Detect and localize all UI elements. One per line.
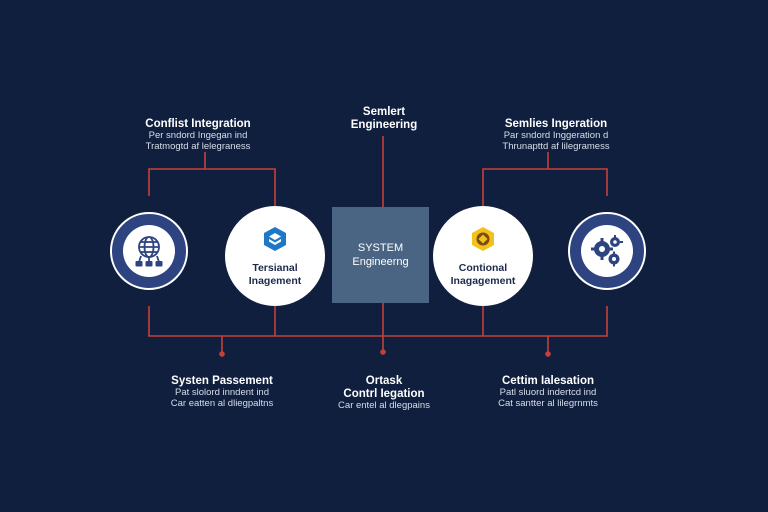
label-bottom-center: Ortask Contrl Iegation Car entel al dleg… — [313, 375, 455, 412]
label-top-left: Conflist Integration Per sndord Ingegan … — [118, 118, 278, 153]
dot-bottom-left — [219, 351, 225, 357]
label-top-center: Semlert Engineering — [324, 106, 444, 132]
yellow-hexagon-icon — [469, 225, 497, 258]
node-far-left — [110, 212, 188, 290]
label-top-center-title: Semlert — [362, 106, 406, 118]
label-bottom-right-line2: Cat santter al lilegrnmts — [498, 398, 598, 410]
dot-bottom-right — [545, 351, 551, 357]
label-top-right-title: Semlies Ingeration — [504, 118, 608, 130]
node-far-right — [568, 212, 646, 290]
label-top-center-line1: Engineering — [350, 119, 418, 132]
blue-hexagon-icon — [261, 225, 289, 258]
globe-network-icon — [123, 225, 175, 277]
center-box-line1: SYSTEM — [357, 241, 404, 254]
node-mid-left-line2: Inagement — [248, 274, 302, 287]
label-bottom-left-title: Systen Passement — [171, 375, 273, 387]
node-mid-right: Contional Inagagement — [433, 206, 533, 306]
conn-bottom-bus — [148, 306, 608, 337]
label-bottom-center-line1: Contrl Iegation — [343, 388, 425, 401]
label-top-right: Semlies Ingeration Par sndord Inggeratio… — [476, 118, 636, 153]
node-mid-left: Tersianal Inagement — [225, 206, 325, 306]
label-bottom-left: Systen Passement Pat slolord inndent ind… — [142, 375, 302, 410]
label-top-right-line1: Par sndord Inggeration d — [503, 130, 609, 142]
dot-bottom-center — [380, 349, 386, 355]
label-top-left-title: Conflist Integration — [145, 118, 251, 130]
label-bottom-left-line2: Car eatten al dliegpaltns — [170, 398, 274, 410]
node-mid-right-label: Contional Inagagement — [451, 262, 516, 286]
label-bottom-center-title: Ortask — [365, 375, 403, 387]
label-bottom-center-line2: Car entel al dlegpains — [338, 400, 430, 412]
label-bottom-left-line1: Pat slolord inndent ind — [174, 387, 269, 399]
label-bottom-right-title: Cettim Ialesation — [501, 375, 595, 387]
conn-top-right — [482, 168, 608, 206]
label-top-left-line2: Tratmogtd af lelegraness — [145, 141, 251, 153]
node-mid-right-line2: Inagagement — [450, 274, 516, 287]
label-bottom-right: Cettim Ialesation Patl sluord indertcd i… — [468, 375, 628, 410]
label-top-right-line2: Thrunapttd af lilegramess — [502, 141, 610, 153]
conn-top-left — [148, 168, 276, 206]
node-mid-left-line1: Tersianal — [252, 262, 298, 275]
label-bottom-right-line1: Patl sluord indertcd ind — [499, 387, 597, 399]
node-mid-left-label: Tersianal Inagement — [249, 262, 302, 286]
label-top-left-line1: Per sndord Ingegan ind — [148, 130, 248, 142]
gears-icon — [581, 225, 633, 277]
center-box-line2: Engineerng — [352, 256, 409, 268]
center-system-box: SYSTEM Engineerng — [332, 207, 429, 303]
node-mid-right-line1: Contional — [458, 262, 508, 275]
